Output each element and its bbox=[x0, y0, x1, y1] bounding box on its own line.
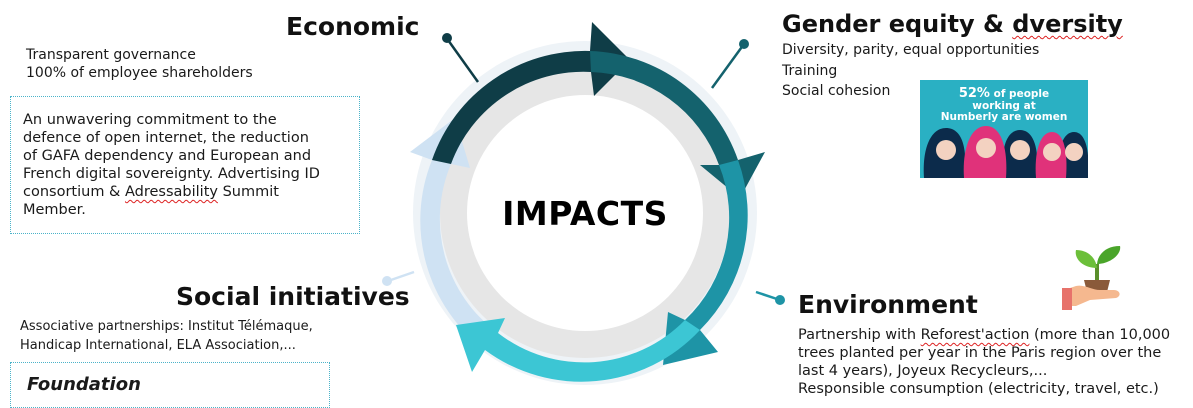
gender-dot bbox=[739, 39, 749, 49]
women-silhouettes-icon bbox=[923, 126, 1088, 178]
infographic-percent: 52% bbox=[958, 86, 990, 101]
environment-line-3: last 4 years), Joyeux Recycleurs,... bbox=[798, 363, 1048, 379]
economic-box-line-1: An unwavering commitment to the bbox=[23, 112, 277, 128]
women-infographic: 52% of people working at Numberly are wo… bbox=[920, 80, 1088, 178]
economic-box-line-5: consortium & Adressability Summit bbox=[23, 183, 279, 201]
gender-title-word: dversity bbox=[1012, 10, 1123, 38]
reforestaction-term: Reforest'action bbox=[920, 327, 1030, 343]
gender-line-3: Social cohesion bbox=[782, 83, 891, 99]
environment-dot bbox=[775, 295, 785, 305]
economic-line-1: Transparent governance bbox=[26, 47, 196, 63]
environment-line-4: Responsible consumption (electricity, tr… bbox=[798, 381, 1159, 397]
gender-arrow bbox=[590, 51, 765, 198]
social-connector bbox=[387, 270, 415, 283]
foundation-title: Foundation bbox=[27, 374, 141, 395]
bottom-arrow bbox=[456, 318, 700, 382]
economic-commitment-box: An unwavering commitment to the defence … bbox=[10, 96, 360, 234]
environment-title: Environment bbox=[798, 290, 978, 319]
economic-box-line-2: defence of open internet, the reduction bbox=[23, 130, 309, 146]
center-disc bbox=[467, 95, 703, 331]
economic-box-line-4: French digital sovereignty. Advertising … bbox=[23, 166, 320, 182]
social-line-1: Associative partnerships: Institut Télém… bbox=[20, 319, 313, 334]
environment-line-1: Partnership with Reforest'action (more t… bbox=[798, 326, 1170, 344]
social-dot bbox=[382, 276, 392, 286]
environment-line-2: trees planted per year in the Paris regi… bbox=[798, 345, 1162, 361]
economic-box-line-5a: consortium & bbox=[23, 184, 125, 200]
economic-line-2: 100% of employee shareholders bbox=[26, 65, 253, 81]
social-title: Social initiatives bbox=[176, 282, 410, 311]
infographic-line-2: working at bbox=[972, 100, 1036, 112]
infographic-line-1: 52% of people bbox=[920, 86, 1088, 101]
social-arrow bbox=[410, 118, 498, 350]
gender-connector bbox=[710, 43, 746, 89]
social-line-2: Handicap International, ELA Association,… bbox=[20, 338, 296, 353]
plant-in-hand-icon bbox=[1062, 246, 1121, 310]
adressability-term: Adressability bbox=[124, 184, 218, 200]
center-label: IMPACTS bbox=[502, 194, 668, 233]
environment-line-1-prefix: Partnership with bbox=[798, 327, 921, 343]
environment-line-1-suffix: (more than 10,000 bbox=[1029, 327, 1171, 343]
economic-box-line-6: Member. bbox=[23, 202, 86, 218]
economic-dot bbox=[442, 33, 452, 43]
gender-title: Gender equity & dversity bbox=[782, 10, 1123, 38]
economic-connector bbox=[446, 39, 480, 83]
economic-box-line-5b: Summit bbox=[222, 184, 279, 200]
gender-line-2: Training bbox=[782, 63, 838, 79]
gender-title-prefix: Gender equity & bbox=[782, 10, 1013, 38]
infographic-text-1: of people bbox=[989, 88, 1050, 100]
infographic-line-3: Numberly are women bbox=[940, 111, 1068, 123]
impact-cycle-diagram: IMPACTS bbox=[382, 22, 785, 385]
economic-arrow bbox=[432, 22, 630, 164]
economic-box-line-3: of GAFA dependency and European and bbox=[23, 148, 312, 164]
gender-line-1: Diversity, parity, equal opportunities bbox=[782, 42, 1040, 58]
economic-title: Economic bbox=[286, 12, 420, 41]
foundation-box: Foundation bbox=[10, 362, 330, 408]
